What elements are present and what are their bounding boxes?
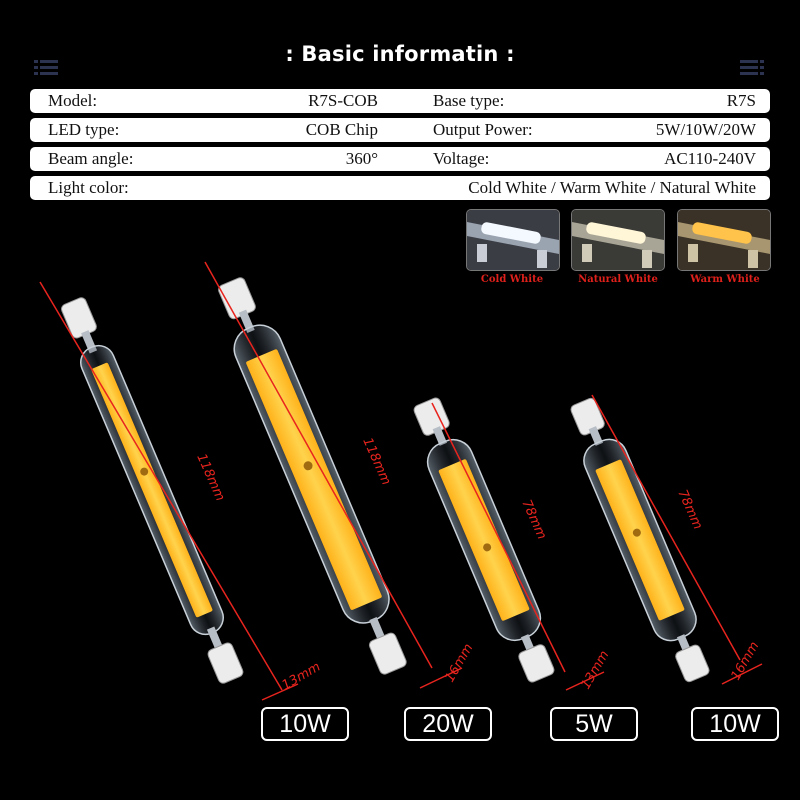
menu-icon xyxy=(740,60,764,75)
voltage-label: Voltage: xyxy=(433,149,490,168)
width-line-3 xyxy=(565,671,605,691)
width-label-1: 13mm xyxy=(280,660,324,694)
menu-icon xyxy=(34,60,58,75)
output-power-value: 5W/10W/20W xyxy=(655,120,756,139)
spec-row-led: LED type: COB Chip Output Power: 5W/10W/… xyxy=(30,118,770,142)
lamp-1 xyxy=(60,297,244,684)
width-label-4: 16mm xyxy=(728,639,762,683)
led-type-label: LED type: xyxy=(48,120,120,139)
length-line-1 xyxy=(39,281,283,691)
swatch-label-natural-white: Natural White xyxy=(578,274,658,285)
voltage-value: AC110-240V xyxy=(664,149,756,168)
width-line-2 xyxy=(419,667,463,689)
beam-angle-label: Beam angle: xyxy=(48,149,134,168)
spec-row-beam: Beam angle: 360° Voltage: AC110-240V xyxy=(30,147,770,171)
lamp-4 xyxy=(570,397,710,683)
spec-row-light-color: Light color: Cold White / Warm White / N… xyxy=(30,176,770,200)
page-title: : Basic informatin : xyxy=(285,42,515,66)
lamp-2 xyxy=(218,277,407,675)
spec-row-model: Model: R7S-COB Base type: R7S xyxy=(30,89,770,113)
length-line-4 xyxy=(591,394,741,661)
model-value: R7S-COB xyxy=(308,91,378,110)
watt-badge-3: 5W xyxy=(550,707,638,741)
width-label-2: 16mm xyxy=(442,641,476,685)
watt-badge-2: 20W xyxy=(404,707,492,741)
watt-badge-4: 10W xyxy=(691,707,779,741)
swatch-label-cold-white: Cold White xyxy=(480,274,544,285)
length-line-3 xyxy=(431,402,566,673)
base-type-label: Base type: xyxy=(433,91,505,110)
light-color-label: Light color: xyxy=(48,178,129,197)
base-type-value: R7S xyxy=(726,91,756,110)
model-label: Model: xyxy=(48,91,98,110)
length-label-3: 78mm xyxy=(518,498,549,542)
swatch-label-warm-white: Warm White xyxy=(690,274,760,285)
length-line-2 xyxy=(204,261,433,669)
length-label-1: 118mm xyxy=(193,452,227,504)
width-label-3: 13mm xyxy=(578,648,612,692)
lamp-3 xyxy=(413,397,555,683)
watt-badge-1: 10W xyxy=(261,707,349,741)
length-label-2: 118mm xyxy=(359,436,393,488)
length-label-4: 78mm xyxy=(674,488,705,532)
swatch-natural-white xyxy=(571,209,665,271)
swatch-warm-white xyxy=(677,209,771,271)
width-line-4 xyxy=(721,663,763,685)
light-color-value: Cold White / Warm White / Natural White xyxy=(468,178,756,197)
led-type-value: COB Chip xyxy=(305,120,378,139)
beam-angle-value: 360° xyxy=(345,149,378,168)
output-power-label: Output Power: xyxy=(433,120,533,139)
width-line-1 xyxy=(261,683,299,701)
swatch-cold-white xyxy=(466,209,560,271)
